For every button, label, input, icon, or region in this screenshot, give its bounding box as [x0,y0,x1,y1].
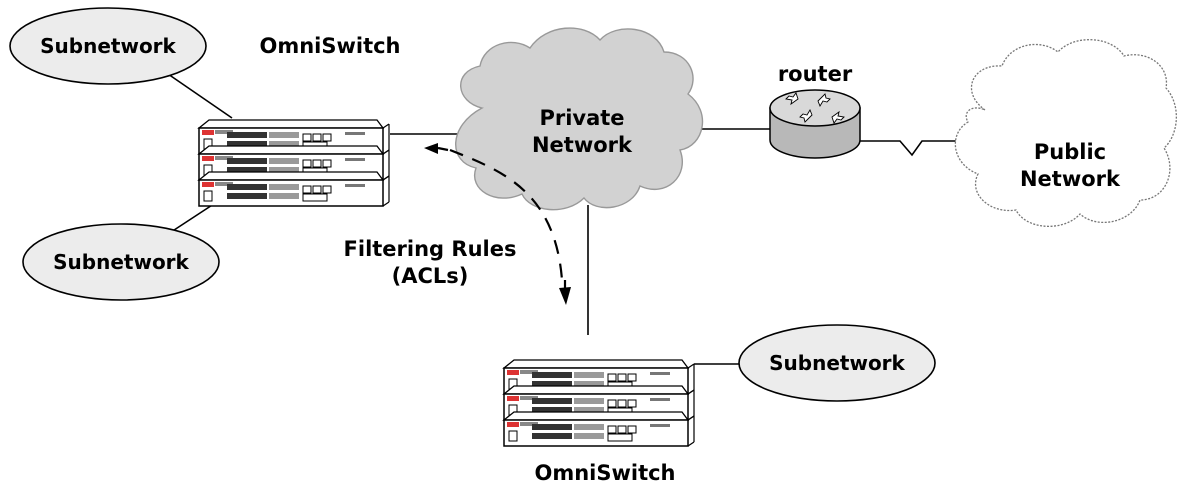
filtering-rules-label-line2: (ACLs) [391,264,469,288]
public-network-cloud [954,39,1178,227]
omniswitch-bottom-icon [504,360,694,446]
private-network-cloud [455,27,704,211]
public-network-label-line1: Public [1033,140,1107,164]
omniswitch-bottom-label: OmniSwitch [534,461,676,485]
subnetwork-right-ellipse [738,324,936,402]
subnetwork-top-left-ellipse [9,7,207,85]
omniswitch-top-label: OmniSwitch [259,34,401,58]
filtering-rules-arrow [424,143,571,305]
link-subnet-tl-switch [167,73,233,119]
public-network-label-line2: Network [1019,167,1120,191]
omniswitch-top-icon [199,120,389,206]
filtering-rules-label-line1: Filtering Rules [343,237,517,261]
subnetwork-bottom-left-ellipse [22,223,220,301]
subnetwork-right-label: Subnetwork [769,351,905,375]
private-network-label-line2: Network [531,133,632,157]
link-router-public [860,140,958,157]
subnetwork-top-left-label: Subnetwork [40,34,176,58]
router-label: router [777,62,853,86]
subnetwork-bottom-left-label: Subnetwork [53,250,189,274]
router-icon [769,89,861,159]
private-network-label-line1: Private [539,106,625,130]
